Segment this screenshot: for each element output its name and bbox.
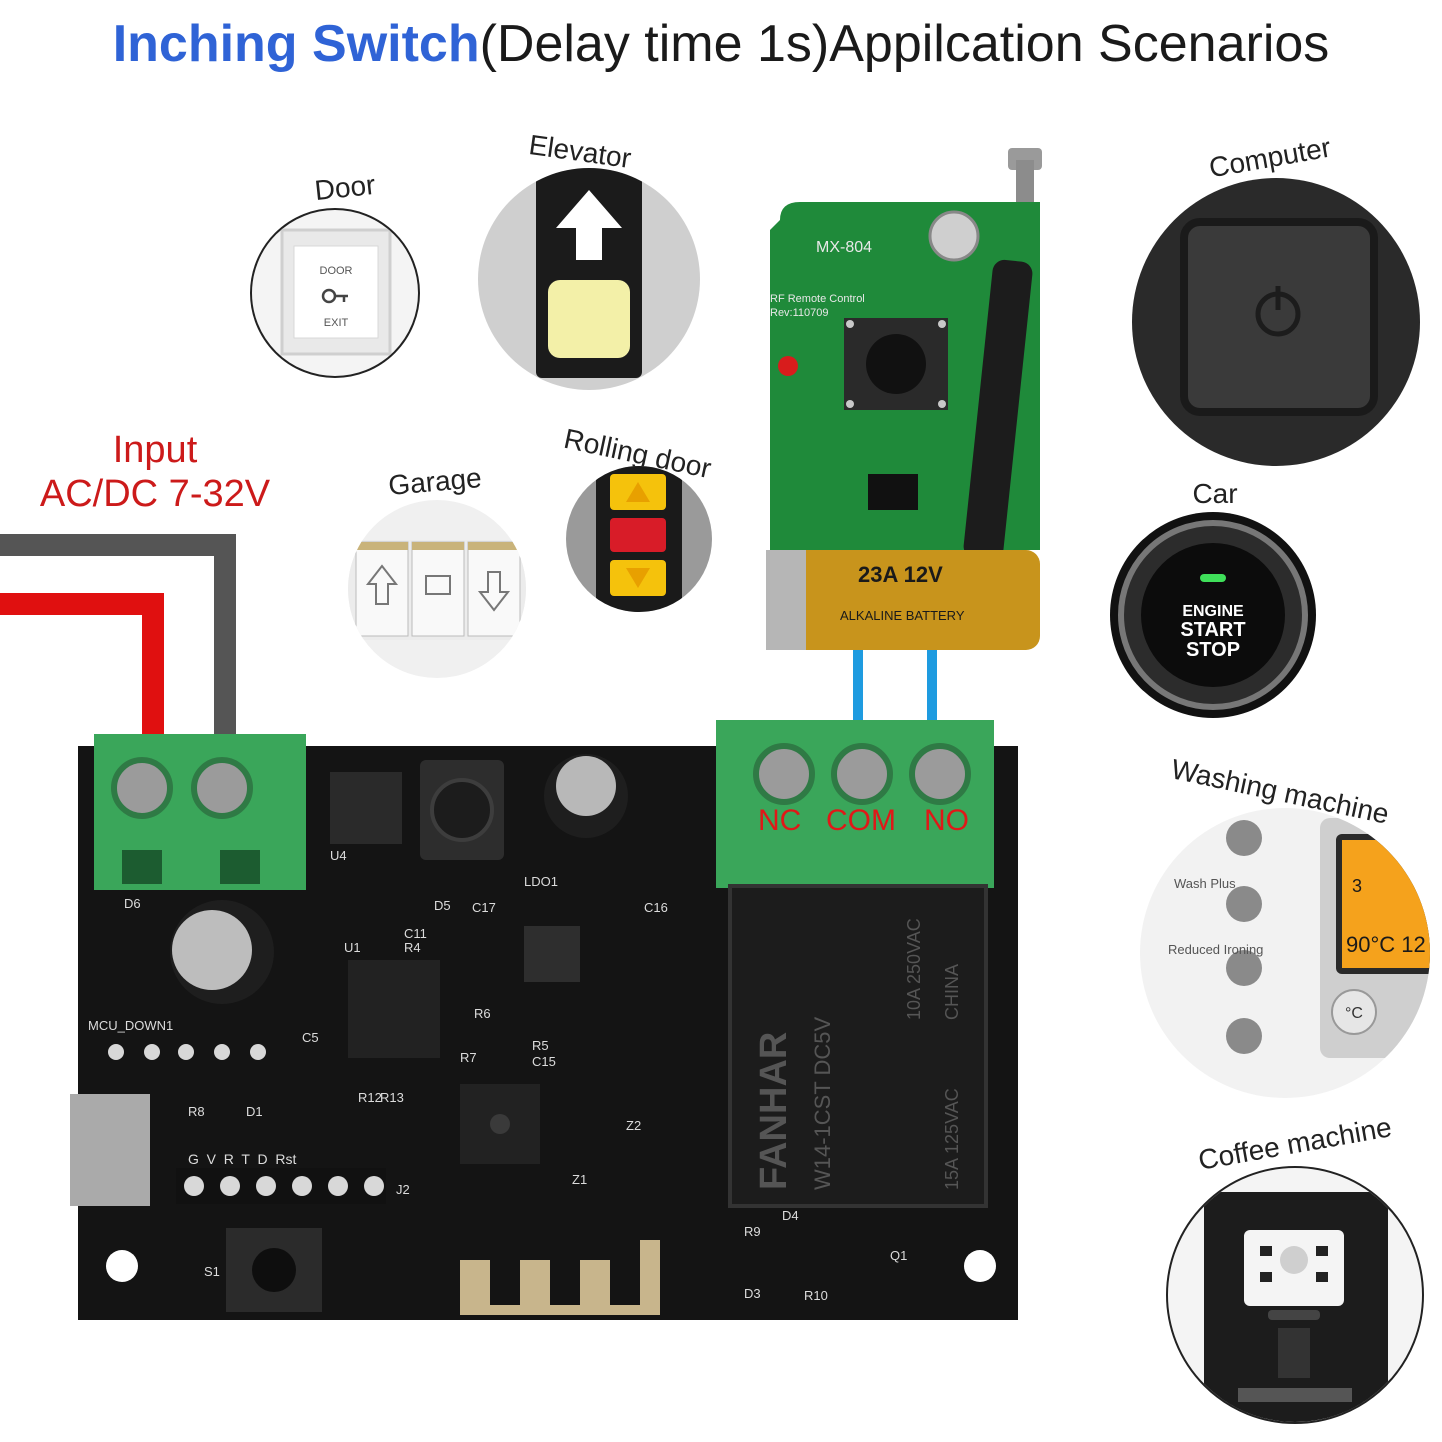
relay <box>728 884 988 1208</box>
elevator-circle <box>478 168 700 390</box>
washing-machine-circle: Wash Plus Reduced Ironing 3 90°C 12 °C <box>1140 808 1430 1098</box>
remote-desc1-text: RF Remote Control <box>770 293 865 305</box>
elevator-up-button-image <box>536 168 642 378</box>
rolling-door-buttons-image <box>596 466 682 612</box>
pcb-z2-label: Z2 <box>626 1118 641 1133</box>
car-button-line1: ENGINE <box>1182 603 1244 620</box>
relay-rating1: 10A 250VAC <box>904 918 924 1020</box>
washing-display-temp: 90°C 12 <box>1346 932 1426 957</box>
door-button-top-text: DOOR <box>320 265 353 277</box>
pcb-s1-label: S1 <box>204 1264 220 1279</box>
red-wire <box>0 593 164 740</box>
terminal-com-label: COM <box>826 804 896 837</box>
relay-rating2: 15A 125VAC <box>942 1088 962 1190</box>
coffee-machine-image <box>1204 1192 1388 1422</box>
input-label-line2: AC/DC 7-32V <box>39 473 271 515</box>
pcb-r5-label: R5 <box>532 1038 549 1053</box>
pcb-q1-label: Q1 <box>890 1248 907 1263</box>
pcb-c17-label: C17 <box>472 900 496 915</box>
pcb-r10-label: R10 <box>804 1288 828 1303</box>
door-exit-button-image: DOOR EXIT <box>280 228 392 356</box>
pcb-j2-label: J2 <box>396 1182 410 1197</box>
pcb-c15-label: C15 <box>532 1054 556 1069</box>
remote-battery-text: 23A 12V <box>858 562 943 587</box>
relay-model: W14-1CST DC5V <box>810 1016 835 1190</box>
door-circle: DOOR EXIT <box>250 208 420 378</box>
pcb-r12-label: R12 <box>358 1090 382 1105</box>
gray-wire <box>0 534 236 740</box>
car-start-button-image: ENGINE START STOP <box>1118 520 1308 710</box>
computer-circle <box>1132 178 1420 466</box>
pcb-pins-label: G V R T D Rst <box>188 1151 297 1167</box>
door-button-bottom-text: EXIT <box>324 317 349 329</box>
garage-buttons-image <box>348 540 526 640</box>
pcb-d5-label: D5 <box>434 898 451 913</box>
pcb-mcu-label: MCU_DOWN1 <box>88 1018 173 1033</box>
washing-display-top: 3 <box>1352 876 1362 896</box>
input-label-line1: Input <box>112 429 198 471</box>
pcb-d3-label: D3 <box>744 1286 761 1301</box>
pcb-r9-label: R9 <box>744 1224 761 1239</box>
page-title: Inching Switch(Delay time 1s)Appilcation… <box>0 14 1442 74</box>
pcb-c16-label: C16 <box>644 900 668 915</box>
pcb-c11-label: C11 <box>404 926 427 941</box>
micro-usb-port <box>70 1094 150 1206</box>
coffee-machine-circle <box>1166 1166 1424 1424</box>
pcb-u4-label: U4 <box>330 848 347 863</box>
wifi-antenna-trace <box>460 1240 660 1315</box>
car-button-line2: START <box>1180 619 1245 641</box>
pcb-d1-label: D1 <box>246 1104 263 1119</box>
pcb-z1-label: Z1 <box>572 1172 587 1187</box>
pcb-ldo-label: LDO1 <box>524 874 558 889</box>
relay-origin: CHINA <box>942 964 962 1020</box>
relay-pcb-board: FANHAR W14-1CST DC5V 10A 250VAC 15A 125V… <box>70 720 1018 1320</box>
pcb-r4-label: R4 <box>404 940 421 955</box>
pcb-u1-label: U1 <box>344 940 361 955</box>
pcb-d4-label: D4 <box>782 1208 799 1223</box>
car-button-line3: STOP <box>1186 639 1240 661</box>
remote-model-text: MX-804 <box>816 239 872 256</box>
title-rest: (Delay time 1s)Appilcation Scenarios <box>479 15 1330 73</box>
terminal-no-label: NO <box>924 804 969 837</box>
washing-machine-panel-image: Wash Plus Reduced Ironing 3 90°C 12 °C <box>1168 818 1430 1058</box>
pcb-d6-label: D6 <box>124 896 141 911</box>
pcb-r6-label: R6 <box>474 1006 491 1021</box>
relay-brand: FANHAR <box>753 1032 795 1190</box>
pcb-r7-label: R7 <box>460 1050 477 1065</box>
car-label: Car <box>1192 478 1238 509</box>
input-label: Input AC/DC 7-32V <box>20 428 290 516</box>
pcb-c5-label: C5 <box>302 1030 319 1045</box>
pcb-r13-label: R13 <box>380 1090 404 1105</box>
washing-celsius-button: °C <box>1345 1005 1363 1022</box>
remote-battery-brand-text: ALKALINE BATTERY <box>840 608 965 623</box>
reduced-ironing-text: Reduced Ironing <box>1168 942 1263 957</box>
rf-remote-control: MX-804 RF Remote Control Rev:110709 23A … <box>766 148 1042 650</box>
pcb-r8-label: R8 <box>188 1104 205 1119</box>
terminal-nc-label: NC <box>758 804 802 837</box>
car-circle: ENGINE START STOP <box>1110 512 1316 718</box>
remote-desc2-text: Rev:110709 <box>770 307 829 319</box>
wash-plus-text: Wash Plus <box>1174 876 1236 891</box>
garage-circle <box>348 500 526 678</box>
rolling-door-circle <box>566 466 712 612</box>
title-highlight: Inching Switch <box>112 15 480 73</box>
computer-power-button-image <box>1180 218 1378 416</box>
